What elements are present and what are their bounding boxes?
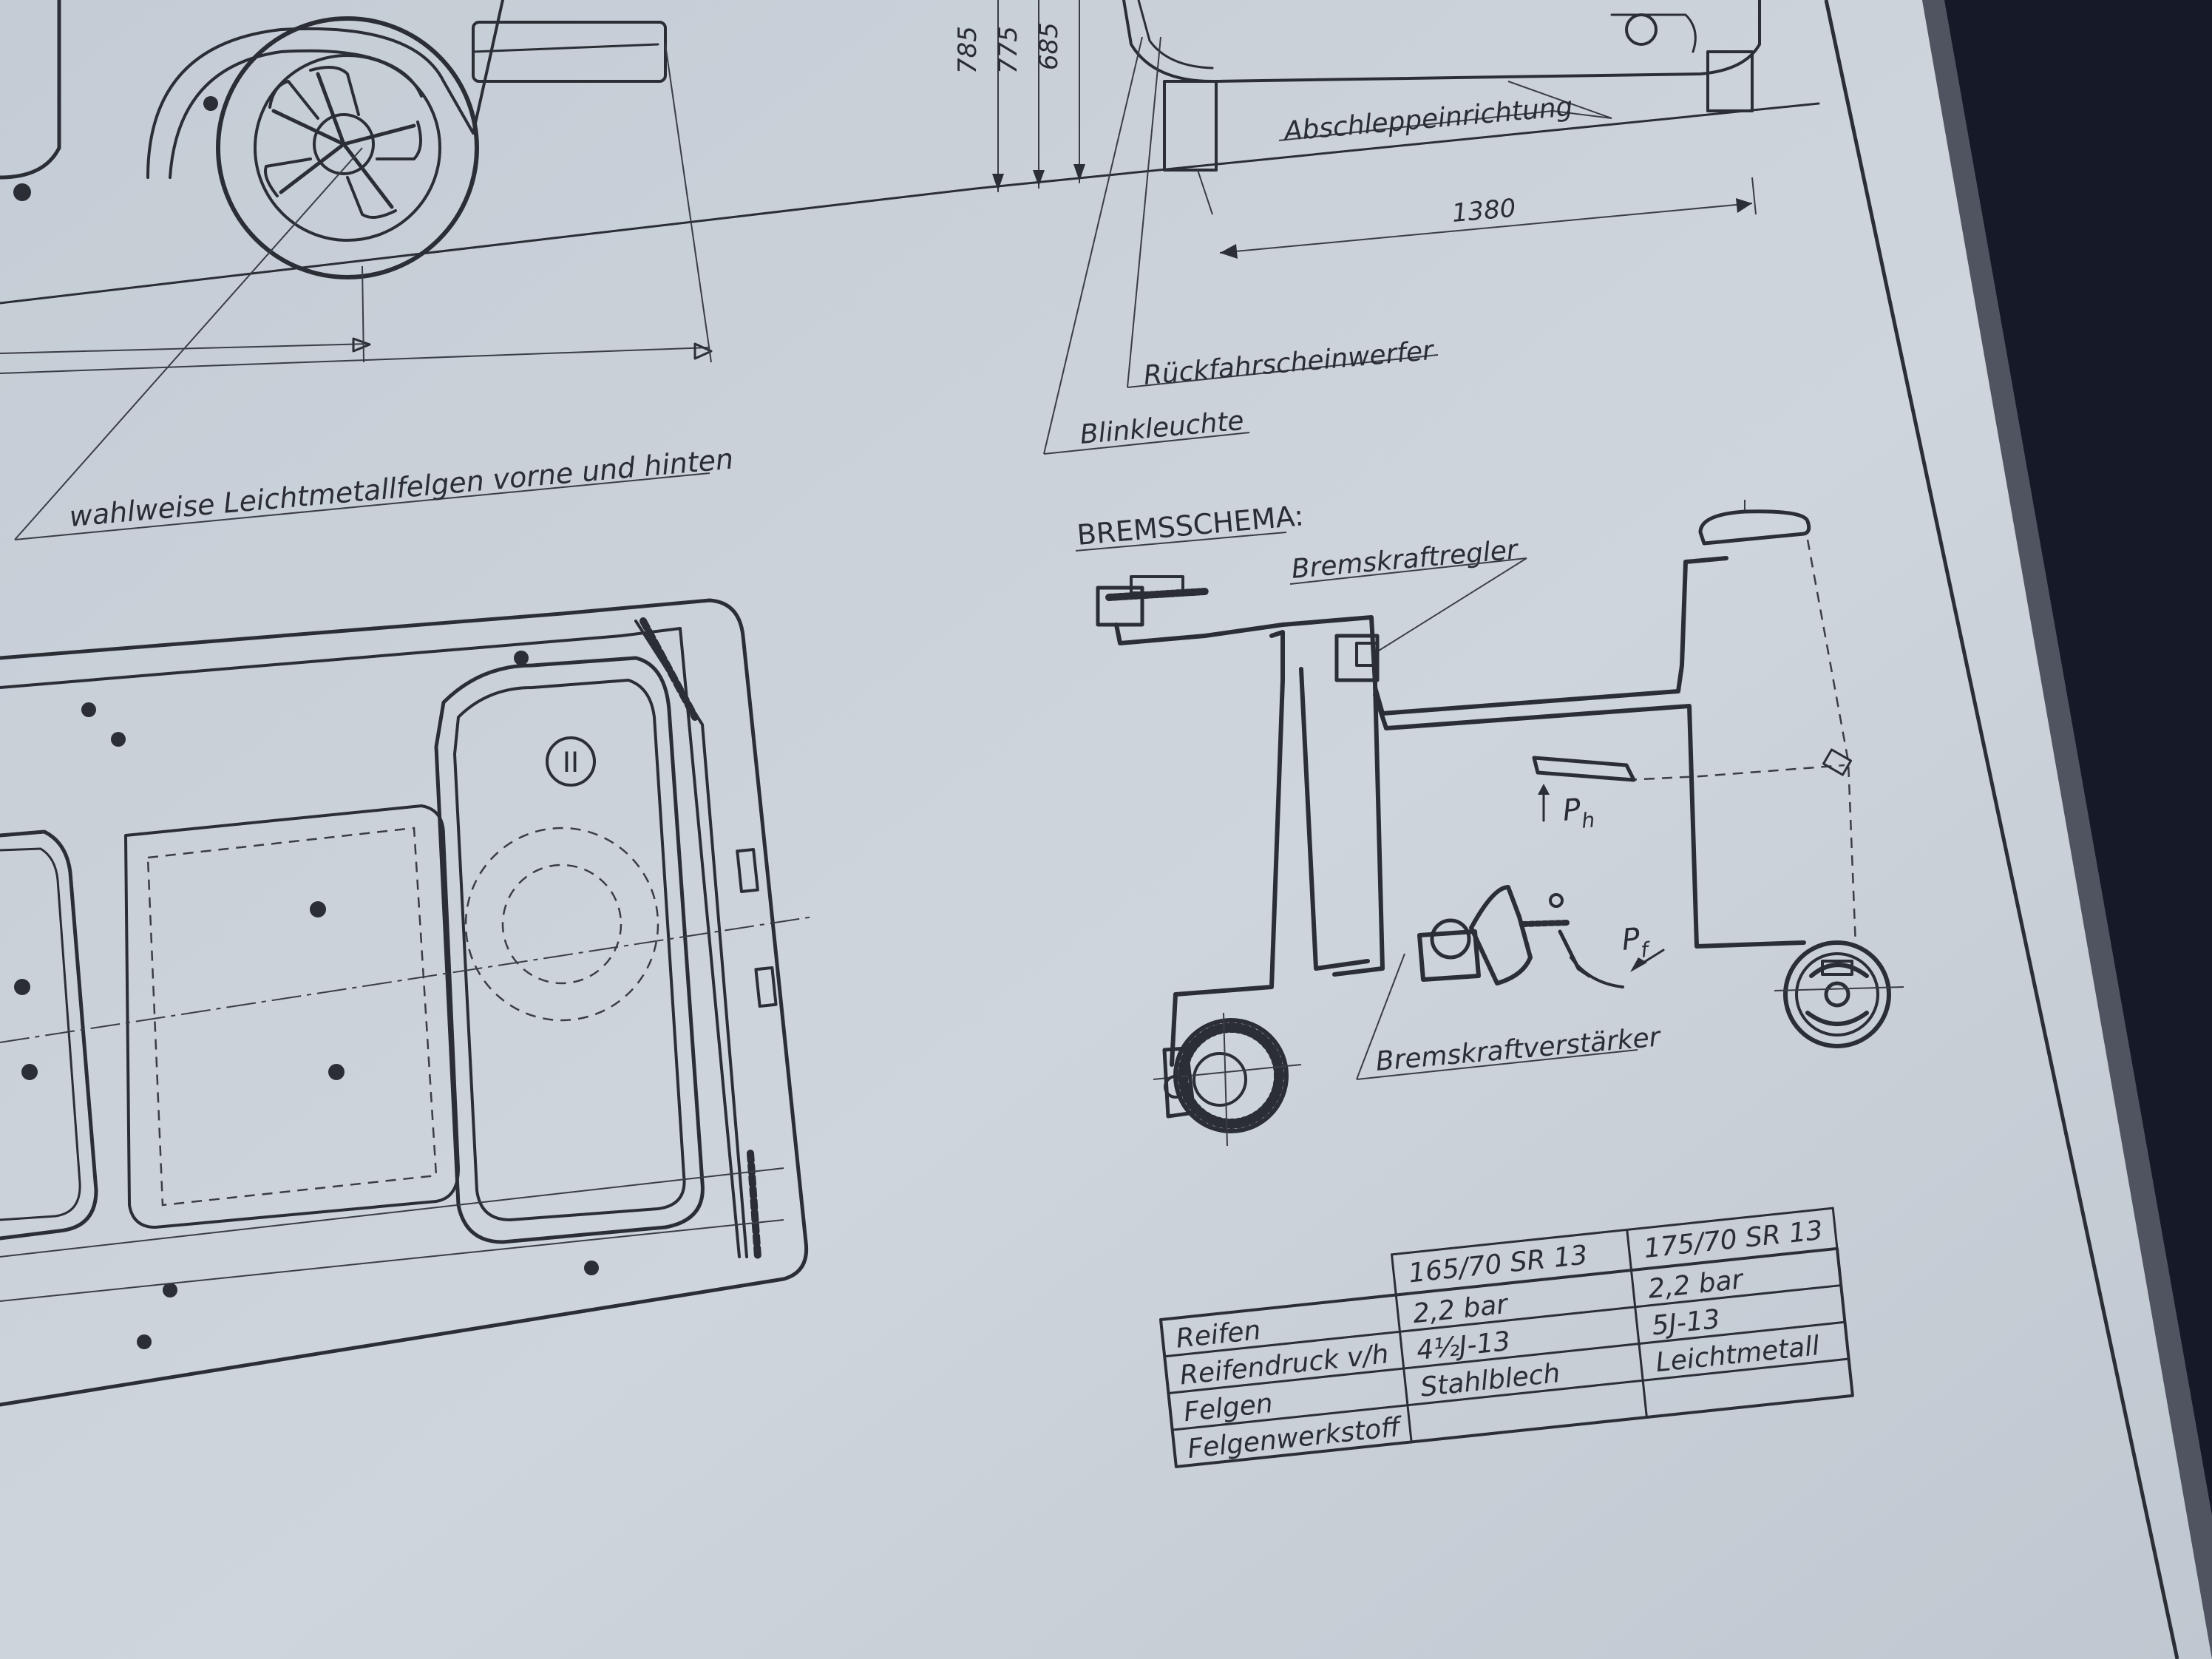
dim-685: 685 (1034, 22, 1064, 70)
top-view: II (0, 598, 814, 1407)
brake-booster (1417, 885, 1624, 988)
side-view-front (0, 0, 667, 279)
handbrake-force-label: Ph (1561, 791, 1596, 834)
tire-row-opt-2: 5J-13 (1650, 1304, 1721, 1341)
front-brake-disc (1153, 1012, 1302, 1147)
dim-785: 785 (953, 26, 983, 74)
handbrake-force-sub: h (1581, 807, 1596, 832)
frame-border (1824, 0, 2179, 1659)
brake-schema (1096, 500, 1904, 1147)
rear-drum-brake (1774, 940, 1904, 1048)
foot-force-p: P (1621, 922, 1642, 957)
handbrake-force-p: P (1561, 793, 1583, 828)
dim-775: 775 (994, 26, 1023, 74)
light-leaders (14, 36, 1439, 540)
side-view-rear (1122, 0, 1761, 259)
marker-label: II (563, 746, 579, 778)
front-wheel (216, 16, 479, 279)
label-width-dim: 1380 (1451, 194, 1517, 228)
side-view-dimensions (0, 0, 1820, 374)
